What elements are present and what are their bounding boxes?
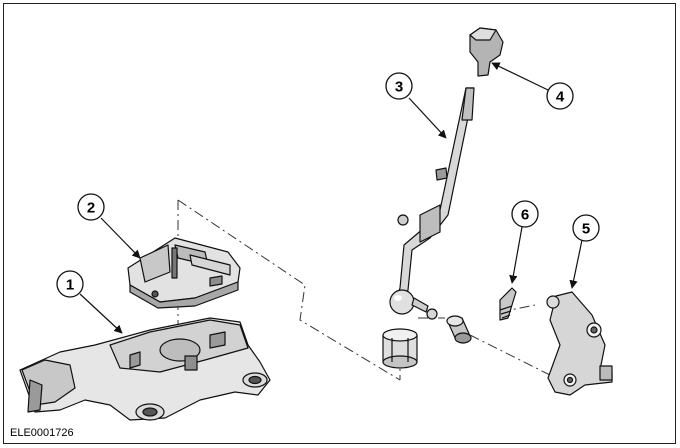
callout-1: 1: [56, 270, 84, 298]
callout-4: 4: [546, 82, 574, 110]
svg-text:1: 1: [66, 277, 74, 294]
part-ball-cup: [382, 328, 418, 369]
callout-leaders: [79, 62, 583, 334]
svg-text:3: 3: [395, 79, 403, 96]
callout-5: 5: [572, 214, 600, 242]
reference-code: ELE0001726: [10, 427, 74, 439]
svg-text:6: 6: [521, 207, 529, 224]
part-4-shift-knob: [469, 27, 504, 77]
part-1-base-housing: [19, 317, 271, 421]
part-5-selector-bracket: [546, 291, 613, 396]
svg-text:4: 4: [556, 89, 565, 106]
callout-2: 2: [77, 193, 105, 221]
part-6-spring: [499, 287, 517, 321]
svg-text:2: 2: [87, 200, 95, 217]
callout-3: 3: [385, 72, 413, 100]
part-3-gear-lever: [389, 87, 475, 320]
part-2-gate-plate: [127, 237, 241, 309]
svg-text:5: 5: [582, 221, 590, 238]
part-bushing: [446, 315, 472, 344]
callout-6: 6: [511, 200, 539, 228]
